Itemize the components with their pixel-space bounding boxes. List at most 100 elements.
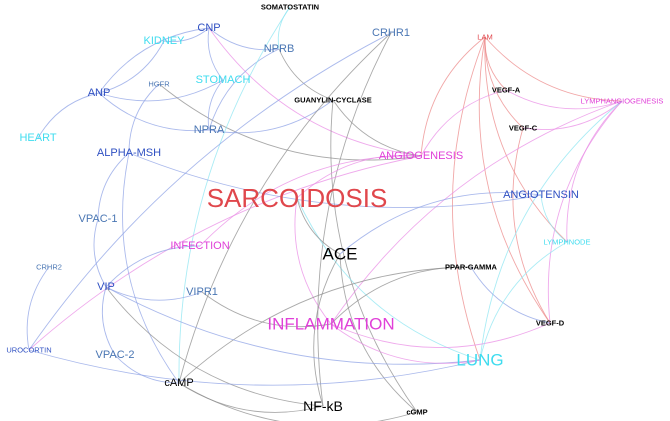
edge-camp-nfkb	[178, 382, 324, 413]
edge-ppargamma-vegfd	[470, 266, 551, 324]
edge-sarcoidosis-lung	[296, 197, 481, 361]
edge-lam-angiogenesis	[420, 36, 486, 157]
edge-lymphangio-lung	[479, 100, 623, 361]
edge-sarcoidosis-ace	[296, 197, 341, 255]
edge-crhr1-nfkb	[317, 32, 392, 407]
edge-vegfa-lymphangio	[505, 89, 623, 110]
edge-nprb-guanylin	[278, 48, 334, 101]
edge-angiogenesis-sarcoidosis	[296, 154, 422, 199]
edge-lymphangio-lymphnode	[566, 100, 623, 243]
edge-alphamsh-vpac1	[97, 152, 130, 220]
edge-guanylin-angiogenesis	[332, 99, 422, 157]
node-hgfr: HGFR	[148, 80, 170, 89]
edge-infection-vip	[105, 245, 201, 288]
edge-vip-nfkb	[105, 286, 324, 407]
node-guanylin: GUANYLIN-CYCLASE	[294, 96, 372, 105]
node-ppargamma: PPAR-GAMMA	[445, 263, 498, 272]
node-lung: LUNG	[456, 351, 503, 370]
edge-crhr1-urocortin	[28, 32, 392, 351]
node-heart: HEART	[19, 132, 56, 144]
node-crhr1: CRHR1	[372, 27, 410, 39]
edge-lymphangio-inflammation	[330, 100, 623, 325]
edge-cnp-angiogenesis	[208, 27, 422, 157]
edge-anp-heart	[37, 92, 100, 139]
edge-somatostatin-camp	[178, 6, 291, 384]
edge-vipr1-inflammation	[201, 291, 332, 328]
edge-crhr2-urocortin	[26, 266, 50, 351]
edge-anp-npra	[98, 92, 210, 132]
edge-alphamsh-camp	[122, 152, 180, 384]
edge-sarcoidosis-inflammation	[294, 197, 332, 325]
node-angiogenesis: ANGIOGENESIS	[379, 150, 463, 162]
node-npra: NPRA	[194, 124, 225, 136]
node-vpac1: VPAC-1	[79, 213, 118, 225]
node-kidney: KIDNEY	[144, 35, 186, 47]
node-crhr2: CRHR2	[36, 263, 62, 272]
edge-inflammation-vegfd	[330, 322, 551, 349]
edge-ace-cgmp	[339, 253, 418, 413]
node-vegfd: VEGF-D	[536, 319, 565, 328]
edge-cnp-anp	[98, 27, 210, 94]
node-nfkb: NF-kB	[303, 398, 343, 414]
edge-lam-vegfa	[484, 36, 507, 91]
node-alphamsh: ALPHA-MSH	[97, 147, 161, 159]
node-inflammation: INFLAMMATION	[267, 315, 394, 334]
node-somatostatin: SOMATOSTATIN	[261, 3, 319, 12]
node-sarcoidosis: SARCOIDOSIS	[207, 183, 388, 213]
edge-vpac1-vip	[93, 218, 107, 288]
node-angiotensin: ANGIOTENSIN	[503, 189, 579, 201]
edge-inflammation-lung	[330, 323, 481, 364]
edge-anp-kidney	[98, 40, 165, 94]
node-nprb: NPRB	[264, 43, 295, 55]
edge-hgfr-alphamsh	[128, 83, 160, 154]
node-stomach: STOMACH	[196, 74, 251, 86]
node-cgmp: cGMP	[406, 408, 427, 417]
node-ace: ACE	[323, 245, 358, 264]
edge-vegfa-angiogenesis	[420, 89, 507, 157]
node-vipr1: VIPR1	[186, 286, 218, 298]
edges-layer	[26, 6, 623, 421]
edge-vip-vipr1	[105, 286, 203, 301]
node-camp: cAMP	[164, 377, 193, 389]
edge-stomach-npra	[207, 79, 224, 131]
edge-ppargamma-camp	[178, 266, 472, 384]
edge-alphamsh-angiotensin	[128, 152, 542, 208]
edge-urocortin-lung	[28, 349, 481, 386]
edge-anp-stomach	[98, 79, 224, 102]
edge-lymphangio-vegfd	[547, 100, 623, 324]
node-vegfc: VEGF-C	[509, 124, 538, 133]
edge-vip-lung	[105, 286, 481, 365]
labels-layer: SARCOIDOSIS INFLAMMATION ACE LUNG NF-kB cAMP c…	[6, 3, 663, 417]
edge-lymphnode-lung	[479, 241, 568, 361]
edge-lam-lymphnode	[484, 36, 568, 243]
node-lymphangio: LYMPHANGIOGENESIS	[581, 97, 664, 106]
node-anp: ANP	[88, 87, 111, 99]
node-vpac2: VPAC-2	[96, 349, 135, 361]
edge-ace-nfkb	[313, 253, 341, 407]
edge-camp-cgmp	[178, 382, 418, 421]
edge-angiogenesis-urocortin	[28, 155, 422, 351]
edge-lam-vegfd	[478, 36, 551, 324]
edge-kidney-cnp	[163, 27, 210, 42]
edge-vegfc-vegfd	[512, 127, 551, 324]
edge-angiotensin-ace	[339, 192, 542, 255]
node-urocortin: UROCORTIN	[6, 346, 51, 355]
edge-angiogenesis-infection	[199, 155, 422, 247]
edge-vip-vpac2	[101, 286, 116, 356]
node-vegfa: VEGF-A	[492, 86, 521, 95]
node-cnp: CNP	[197, 22, 220, 34]
edge-angiotensin-lymphnode	[540, 194, 568, 243]
edge-nprb-npra	[208, 48, 280, 131]
node-vip: VIP	[97, 281, 115, 293]
edge-lam-vegfc	[484, 36, 524, 129]
edge-hgfr-angiogenesis	[158, 83, 422, 161]
edge-lam-lymphangio	[484, 36, 623, 102]
edge-vegfc-lymphangio	[522, 100, 623, 131]
node-infection: INFECTION	[170, 240, 229, 252]
node-lam: LAM	[477, 33, 492, 42]
node-lymphnode: LYMPHNODE	[544, 238, 591, 247]
edge-vpac2-camp	[114, 354, 180, 384]
edge-cnp-stomach	[207, 27, 224, 81]
